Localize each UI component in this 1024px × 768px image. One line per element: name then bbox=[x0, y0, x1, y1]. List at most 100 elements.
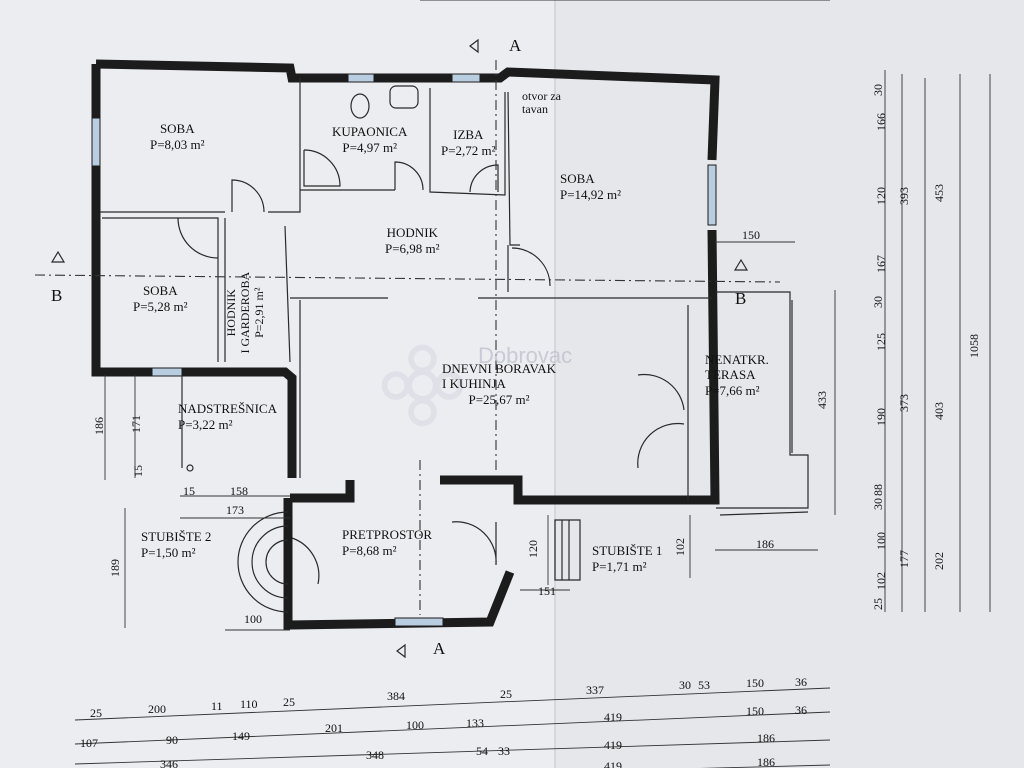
dim-label: 186 bbox=[92, 417, 106, 435]
dim-bottom-row1: 53 bbox=[698, 678, 710, 692]
dim-bottom-row1: 30 bbox=[679, 678, 691, 692]
dim-label: 15 bbox=[131, 465, 145, 477]
dim-bottom-row1: 11 bbox=[211, 699, 223, 713]
dim-right-col2: 373 bbox=[897, 394, 911, 412]
dim-right-col4: 1058 bbox=[967, 334, 981, 358]
room-name-2: I KUHINJA bbox=[442, 376, 506, 391]
dim-bottom-row1: 150 bbox=[746, 676, 764, 690]
dim-bottom-row3: 419 bbox=[604, 738, 622, 752]
room-name: SOBA bbox=[142, 283, 178, 298]
room-area: P=5,28 m² bbox=[133, 299, 188, 314]
dim-bottom-row1: 25 bbox=[500, 687, 512, 701]
room-name-1: DNEVNI BORAVAK bbox=[442, 361, 557, 376]
dim-bottom-row3: 348 bbox=[366, 748, 384, 762]
dim-right-col1: 30 bbox=[871, 296, 885, 308]
garderoba-line-1: HODNIK bbox=[224, 289, 239, 337]
dim-label: 100 bbox=[244, 612, 262, 626]
dim-bottom-row3: 186 bbox=[757, 731, 775, 745]
room-nadstresnica: NADSTREŠNICA P=3,22 m² bbox=[178, 402, 277, 431]
dim-label: 433 bbox=[815, 391, 829, 409]
dim-bottom-row3: 149 bbox=[232, 729, 250, 743]
dim-label: 186 bbox=[756, 537, 774, 551]
room-pretprostor: PRETPROSTOR P=8,68 m² bbox=[342, 528, 432, 557]
room-area: P=8,03 m² bbox=[150, 137, 205, 152]
room-name: STUBIŠTE 2 bbox=[141, 529, 212, 544]
room-kupaonica: KUPAONICA P=4,97 m² bbox=[332, 125, 407, 154]
dim-label: 15 bbox=[183, 484, 195, 498]
dim-right-col1: 167 bbox=[874, 255, 888, 273]
room-name-1: NENATKR. bbox=[705, 352, 769, 367]
dim-bottom-row1: 384 bbox=[387, 689, 405, 703]
dim-bottom-row2: 201 bbox=[325, 721, 343, 735]
dim-right-col1: 100 bbox=[874, 532, 888, 550]
dim-right-col1: 30 bbox=[871, 84, 885, 96]
room-stubiste-2: STUBIŠTE 2 P=1,50 m² bbox=[141, 530, 211, 559]
dim-bottom-row4: 186 bbox=[757, 755, 775, 768]
dim-right-col3: 202 bbox=[932, 552, 946, 570]
room-area: P=14,92 m² bbox=[560, 187, 622, 202]
room-stubiste-1: STUBIŠTE 1 P=1,71 m² bbox=[592, 544, 662, 573]
room-soba-1: SOBA P=8,03 m² bbox=[150, 122, 205, 151]
room-dnevni-boravak: DNEVNI BORAVAK I KUHINJA P=25,67 m² bbox=[442, 362, 556, 406]
dim-right-col1: 30 bbox=[871, 498, 885, 510]
dim-right-col1: 166 bbox=[874, 113, 888, 131]
dim-label: 171 bbox=[129, 415, 143, 433]
dim-bottom-row3: 54 bbox=[476, 744, 488, 758]
room-name: SOBA bbox=[159, 121, 195, 136]
dim-bottom-row1: 36 bbox=[795, 675, 807, 689]
garderoba-area: P=2,91 m² bbox=[251, 287, 266, 338]
watermark-logo bbox=[381, 344, 464, 427]
dim-right-col1: 190 bbox=[874, 408, 888, 426]
attic-opening-label: otvor za tavan bbox=[522, 89, 561, 117]
room-izba: IZBA P=2,72 m² bbox=[441, 128, 496, 157]
dim-bottom-row2: 419 bbox=[604, 710, 622, 724]
section-mark-a-bottom: A bbox=[433, 639, 446, 658]
room-name: SOBA bbox=[560, 171, 595, 186]
dim-bottom-row2: 36 bbox=[795, 703, 807, 717]
room-name: KUPAONICA bbox=[332, 124, 408, 139]
room-area: P=25,67 m² bbox=[468, 392, 530, 407]
dim-right-col1: 125 bbox=[874, 333, 888, 351]
attic-line-2: tavan bbox=[522, 102, 548, 117]
dim-label: 158 bbox=[230, 484, 248, 498]
dim-bottom-row4: 419 bbox=[604, 759, 622, 768]
room-area: P=8,68 m² bbox=[342, 543, 397, 558]
dim-bottom-row1: 110 bbox=[240, 697, 258, 711]
dim-bottom-row2: 150 bbox=[746, 704, 764, 718]
dim-bottom-row3: 107 bbox=[80, 736, 98, 750]
dim-right-col1: 120 bbox=[874, 187, 888, 205]
section-mark-b-left: B bbox=[51, 286, 63, 305]
room-area: P=2,72 m² bbox=[441, 143, 496, 158]
dim-right-col2: 177 bbox=[897, 550, 911, 568]
room-area: P=1,71 m² bbox=[592, 559, 647, 574]
dim-right-col1: 102 bbox=[874, 572, 888, 590]
dim-label: 173 bbox=[226, 503, 244, 517]
dim-label: 189 bbox=[108, 559, 122, 577]
room-hodnik: HODNIK P=6,98 m² bbox=[385, 226, 440, 255]
dim-label: 120 bbox=[526, 540, 540, 558]
dim-label: 150 bbox=[742, 228, 760, 242]
room-name-2: TERASA bbox=[705, 367, 756, 382]
room-soba-3: SOBA P=14,92 m² bbox=[560, 172, 621, 201]
dim-right-col1: 88 bbox=[871, 484, 885, 496]
dim-bottom-row2: 100 bbox=[406, 718, 424, 732]
room-garderoba: HODNIK I GARDEROBA P=2,91 m² bbox=[224, 272, 266, 354]
dim-bottom-row3: 33 bbox=[498, 744, 510, 758]
room-name: STUBIŠTE 1 bbox=[592, 543, 663, 558]
dim-right-col1: 25 bbox=[871, 598, 885, 610]
dim-bottom-row1: 337 bbox=[586, 683, 604, 697]
dim-label: 102 bbox=[673, 538, 687, 556]
dim-label: 151 bbox=[538, 584, 556, 598]
room-area: P=7,66 m² bbox=[705, 383, 760, 398]
attic-line-1: otvor za bbox=[522, 89, 561, 103]
dim-bottom-row1: 25 bbox=[283, 695, 295, 709]
room-name: HODNIK bbox=[386, 225, 438, 240]
section-mark-b-right: B bbox=[735, 289, 747, 308]
dim-bottom-row1: 200 bbox=[148, 702, 166, 716]
room-area: P=1,50 m² bbox=[141, 545, 196, 560]
dim-bottom-row3: 90 bbox=[166, 733, 178, 747]
dim-right-col3: 453 bbox=[932, 184, 946, 202]
room-soba-2: SOBA P=5,28 m² bbox=[133, 284, 188, 313]
